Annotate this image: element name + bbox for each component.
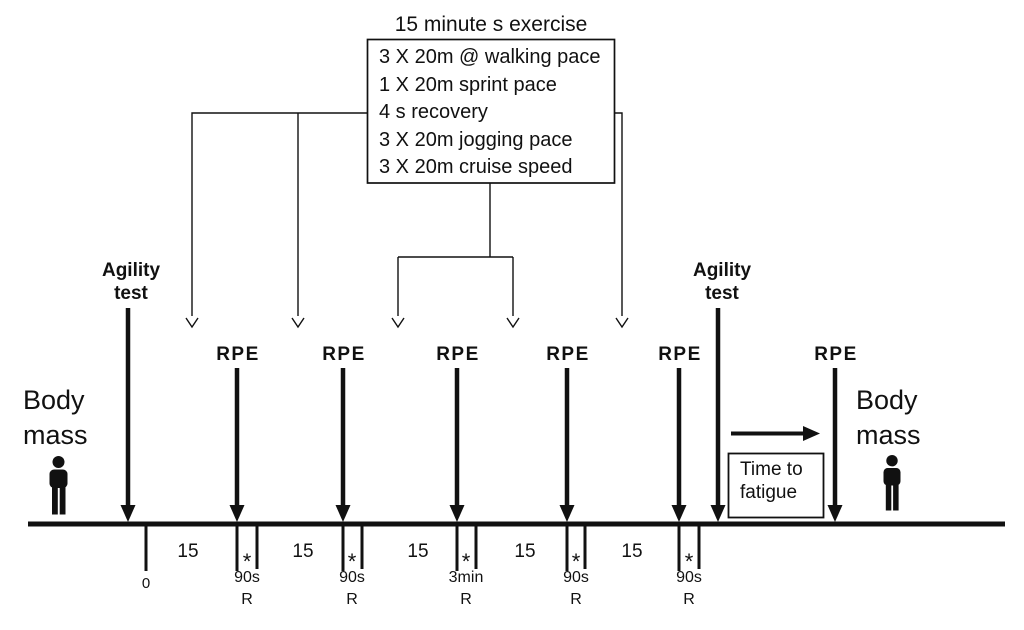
- agility-left-line1: Agility: [101, 260, 161, 281]
- body-mass-label-left: Body mass: [23, 383, 88, 453]
- rest-r-2: R: [346, 591, 358, 608]
- time-to-fatigue-arrow: [731, 426, 820, 441]
- rpe-arrows: [229, 368, 843, 522]
- rest-duration-5: 90s: [676, 569, 702, 586]
- rpe-arrow-2: [335, 368, 351, 522]
- rest-asterisk-1: *: [242, 549, 252, 574]
- rpe-label-4: RPE: [546, 344, 590, 365]
- agility-arrow-right: [710, 308, 726, 522]
- agility-right-line2: test: [705, 283, 739, 304]
- exercise-line-3: 4 s recovery: [379, 101, 488, 123]
- timeline-ticks: [144, 526, 701, 571]
- rpe-label-1: RPE: [216, 344, 260, 365]
- rest-duration-4: 90s: [563, 569, 589, 586]
- rpe-label-3: RPE: [436, 344, 480, 365]
- rest-asterisk-2: *: [347, 549, 357, 574]
- rpe-label-6: RPE: [814, 344, 858, 365]
- thin-arrowhead-3: [391, 317, 405, 329]
- rest-asterisk-5: *: [684, 549, 694, 574]
- agility-test-label-left: Agility test: [102, 259, 160, 305]
- exercise-box-outline: [366, 38, 616, 184]
- rest-r-1: R: [241, 591, 253, 608]
- exercise-title: 15 minute s exercise: [394, 13, 588, 36]
- body-mass-label-right: Body mass: [856, 383, 921, 453]
- body-mass-left-line1: Body: [23, 385, 85, 415]
- exercise-line-2: 1 X 20m sprint pace: [379, 73, 557, 96]
- branch-arrowheads: [185, 317, 629, 329]
- rest-duration-3: 3min: [448, 569, 484, 586]
- agility-test-label-right: Agility test: [693, 259, 751, 305]
- person-icon-right: [883, 455, 901, 511]
- rest-r-3: R: [460, 591, 472, 608]
- rpe-label-5: RPE: [658, 344, 702, 365]
- time-to-fatigue-box-outline: [727, 452, 825, 519]
- rpe-arrow-6: [827, 368, 843, 522]
- exercise-line-4: 3 X 20m jogging pace: [379, 128, 573, 151]
- rest-asterisk-4: *: [571, 549, 581, 574]
- interval-label-4: 15: [514, 541, 536, 562]
- body-mass-left-line2: mass: [23, 420, 88, 450]
- rpe-arrow-5: [671, 368, 687, 522]
- time-to-fatigue-label: Time to fatigue: [740, 458, 803, 504]
- rest-r-5: R: [683, 591, 695, 608]
- body-mass-right-line1: Body: [856, 385, 918, 415]
- time-to-fatigue-line2: fatigue: [740, 482, 798, 503]
- exercise-line-5: 3 X 20m cruise speed: [379, 156, 573, 178]
- exercise-box-text: 3 X 20m @ walking pace 1 X 20m sprint pa…: [379, 44, 601, 182]
- rpe-arrow-3: [449, 368, 465, 522]
- interval-label-1: 15: [177, 541, 199, 562]
- rpe-label-2: RPE: [322, 344, 366, 365]
- thin-arrowhead-2: [291, 317, 305, 329]
- rpe-arrow-4: [559, 368, 575, 522]
- exercise-line-1: 3 X 20m @ walking pace: [379, 46, 601, 68]
- time-to-fatigue-line1: Time to: [740, 459, 803, 480]
- agility-left-line2: test: [114, 283, 148, 304]
- rest-asterisk-3: *: [461, 549, 471, 574]
- branch-connector-lines: [191, 112, 623, 316]
- interval-label-5: 15: [621, 541, 643, 562]
- rest-duration-1: 90s: [234, 569, 260, 586]
- agility-arrow-left: [120, 308, 136, 522]
- rest-duration-2: 90s: [339, 569, 365, 586]
- timeline-zero-label: 0: [141, 575, 151, 592]
- person-icon-left: [49, 456, 68, 515]
- interval-label-3: 15: [407, 541, 429, 562]
- rest-r-4: R: [570, 591, 582, 608]
- thin-arrowhead-5: [615, 317, 629, 329]
- agility-right-line1: Agility: [692, 260, 752, 281]
- thin-arrowhead-4: [506, 317, 520, 329]
- rpe-arrow-1: [229, 368, 245, 522]
- body-mass-right-line2: mass: [856, 420, 921, 450]
- interval-label-2: 15: [292, 541, 314, 562]
- thin-arrowhead-1: [185, 317, 199, 329]
